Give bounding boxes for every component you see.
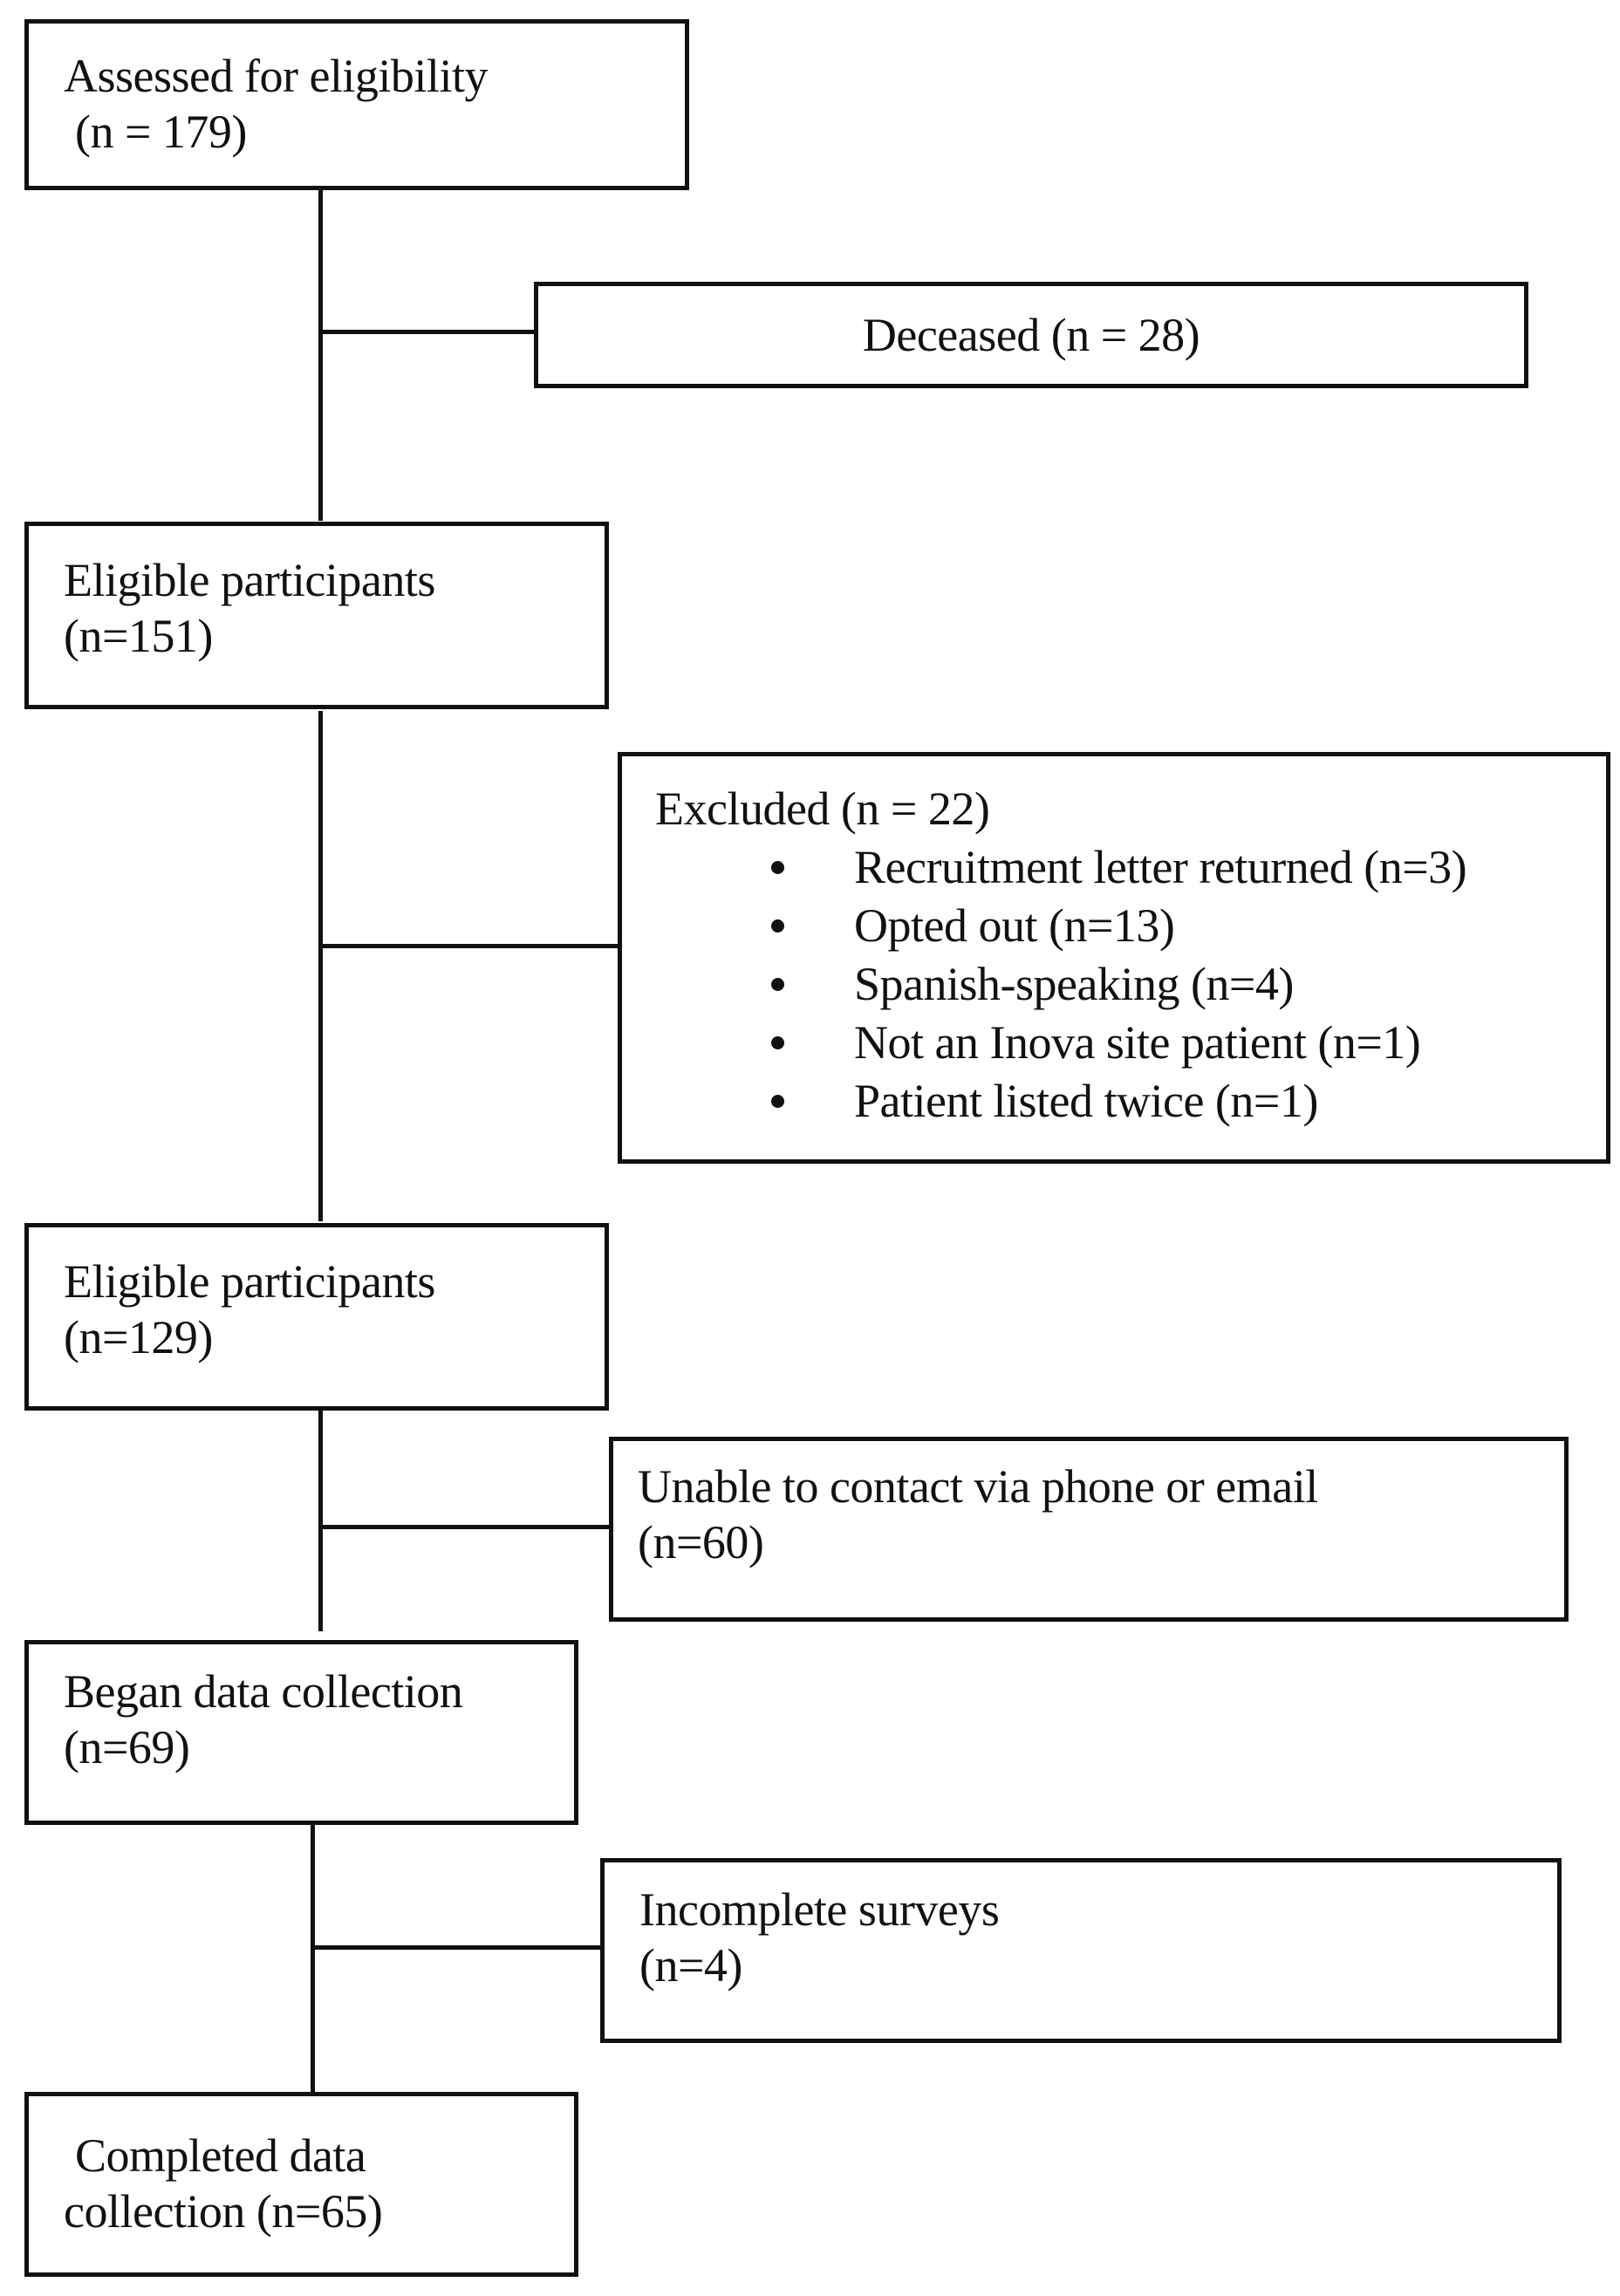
incomplete-surveys-box: Incomplete surveys (n=4) <box>600 1858 1562 2043</box>
eligible-participants-box-1: Eligible participants (n=151) <box>24 522 609 709</box>
bullet-icon <box>771 1036 784 1049</box>
completed-data-collection-box: Completed data collection (n=65) <box>24 2092 578 2277</box>
bullet-icon <box>771 978 784 991</box>
eligible2-label: Eligible participants <box>64 1255 435 1308</box>
eligible2-count: (n=129) <box>64 1311 213 1363</box>
deceased-box: Deceased (n = 28) <box>534 282 1528 388</box>
excluded-reason-text: Patient listed twice (n=1) <box>854 1075 1318 1127</box>
excluded-box: Excluded (n = 22) Recruitment letter ret… <box>618 752 1610 1164</box>
eligible1-label: Eligible participants <box>64 554 435 606</box>
excluded-reason-text: Spanish-speaking (n=4) <box>854 958 1294 1010</box>
connector-to-deceased <box>318 330 537 334</box>
assessed-box: Assessed for eligibility (n = 179) <box>24 19 689 190</box>
eligible1-count: (n=151) <box>64 610 213 662</box>
completed-count: collection (n=65) <box>64 2185 383 2238</box>
bullet-icon <box>771 1095 784 1108</box>
excluded-reason-text: Not an Inova site patient (n=1) <box>854 1016 1421 1069</box>
excluded-reason-text: Opted out (n=13) <box>854 899 1175 952</box>
connector-to-incomplete <box>311 1945 603 1950</box>
unable-label: Unable to contact via phone or email <box>638 1460 1318 1513</box>
incomplete-label: Incomplete surveys <box>639 1883 1000 1936</box>
excluded-reason-item: Patient listed twice (n=1) <box>655 1073 1606 1131</box>
excluded-reason-item: Spanish-speaking (n=4) <box>655 956 1606 1015</box>
excluded-reason-item: Not an Inova site patient (n=1) <box>655 1015 1606 1073</box>
assessed-label: Assessed for eligibility <box>64 50 488 102</box>
unable-count: (n=60) <box>638 1516 764 1568</box>
incomplete-count: (n=4) <box>639 1939 742 1992</box>
deceased-text: Deceased (n = 28) <box>862 309 1200 361</box>
assessed-count: (n = 179) <box>64 106 247 158</box>
excluded-reasons-list: Recruitment letter returned (n=3) Opted … <box>655 839 1606 1131</box>
unable-to-contact-box: Unable to contact via phone or email (n=… <box>609 1437 1569 1622</box>
connector-eligible1-to-eligible2 <box>318 711 323 1221</box>
began-label: Began data collection <box>64 1665 463 1718</box>
began-data-collection-box: Began data collection (n=69) <box>24 1640 578 1825</box>
bullet-icon <box>771 919 784 933</box>
excluded-reason-item: Recruitment letter returned (n=3) <box>655 839 1606 898</box>
excluded-title: Excluded (n = 22) <box>655 782 990 835</box>
connector-began-to-completed <box>311 1821 315 2092</box>
connector-assessed-to-eligible1 <box>318 185 323 521</box>
eligible-participants-box-2: Eligible participants (n=129) <box>24 1223 609 1411</box>
completed-label: Completed data <box>64 2129 366 2182</box>
bullet-icon <box>771 861 784 874</box>
connector-eligible2-to-began <box>318 1411 323 1631</box>
excluded-reason-item: Opted out (n=13) <box>655 898 1606 956</box>
excluded-reason-text: Recruitment letter returned (n=3) <box>854 841 1467 893</box>
began-count: (n=69) <box>64 1721 190 1773</box>
connector-to-excluded <box>318 944 619 948</box>
connector-to-unable <box>318 1525 611 1529</box>
